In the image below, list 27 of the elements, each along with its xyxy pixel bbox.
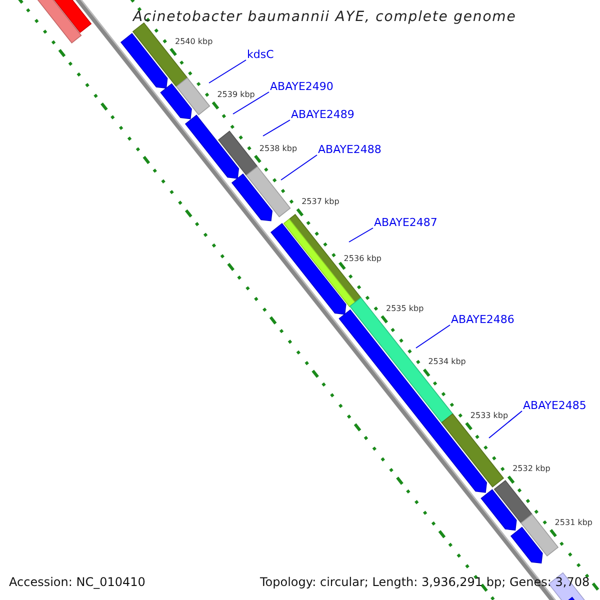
gene-label: kdsC [247, 48, 274, 62]
leader-line [416, 324, 450, 348]
scale-label: 2531 kbp [554, 518, 592, 527]
title: Acinetobacter baumannii AYE, complete genome [133, 9, 516, 25]
scale-label: 2537 kbp [302, 197, 340, 206]
scale-label: 2536 kbp [344, 254, 382, 263]
gene-label: ABAYE2487 [374, 216, 438, 230]
leader-line [280, 154, 318, 180]
scale-label: 2534 kbp [428, 357, 466, 366]
scale-label: 2540 kbp [175, 37, 213, 46]
gene-label: ABAYE2486 [451, 313, 514, 327]
footer-text: Topology: circular; Length: 3,936,291 bp; Genes: 3,708 [260, 575, 590, 589]
gene-label: ABAYE2485 [523, 399, 586, 413]
leader-line [262, 120, 290, 136]
scale-label: 2533 kbp [470, 410, 508, 420]
footer-text: Accession: NC_010410 [9, 575, 146, 589]
leader-line [488, 410, 522, 438]
gene-label: ABAYE2490 [270, 80, 334, 94]
scale-label: 2538 kbp [259, 144, 298, 153]
scale-label: 2535 kbp [386, 304, 424, 313]
leader-line [232, 92, 270, 114]
gene-label: ABAYE2488 [318, 143, 382, 157]
gene-label: ABAYE2489 [291, 108, 354, 122]
leader-line [208, 60, 246, 84]
leader-line [348, 228, 374, 242]
scale-label: 2539 kbp [217, 90, 255, 100]
scale-label: 2532 kbp [512, 464, 550, 474]
